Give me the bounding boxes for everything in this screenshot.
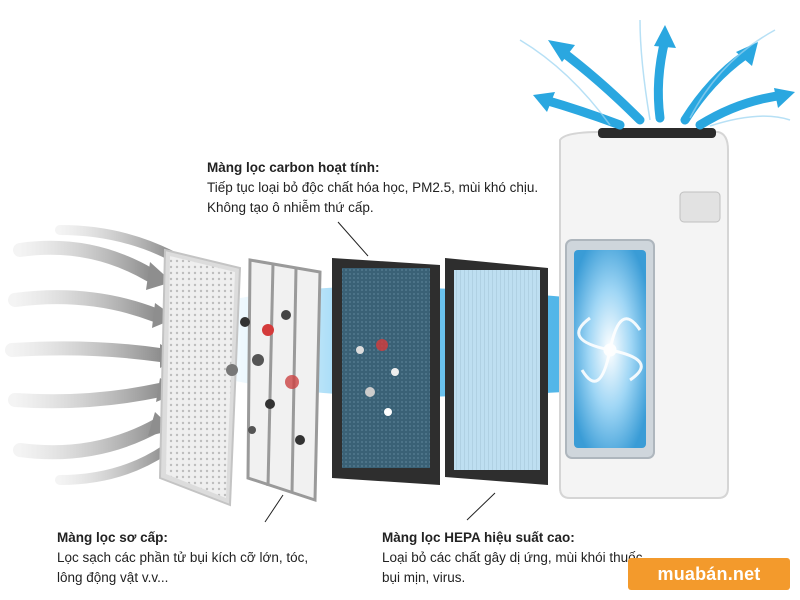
- airflow-in-arrows-icon: [5, 225, 175, 485]
- carbon-filter: [332, 258, 440, 485]
- primary-filter-line-2: lông động vật v.v...: [57, 570, 169, 585]
- primary-pointer: [264, 494, 284, 523]
- carbon-filter-line-2: Không tạo ô nhiễm thứ cấp.: [207, 200, 374, 215]
- fan-swirl-icon: [577, 316, 643, 383]
- carbon-filter-line-1: Tiếp tục loại bỏ độc chất hóa học, PM2.5…: [207, 180, 539, 195]
- hepa-filter-caption: Màng lọc HEPA hiệu suất cao: Loại bỏ các…: [382, 528, 646, 588]
- primary-filter-heading: Màng lọc sơ cấp:: [57, 530, 168, 545]
- frame-filter: [226, 258, 322, 503]
- carbon-filter-heading: Màng lọc carbon hoạt tính:: [207, 160, 380, 175]
- hepa-filter: [445, 258, 548, 485]
- air-purifier-unit: [559, 128, 729, 499]
- primary-filter-caption: Màng lọc sơ cấp: Lọc sạch các phần tử bụ…: [57, 528, 308, 588]
- hepa-filter-line-1: Loại bỏ các chất gây dị ứng, mùi khói th…: [382, 550, 647, 565]
- watermark-logo: muabán.net: [628, 558, 790, 590]
- primary-filter-line-1: Lọc sạch các phần tử bụi kích cỡ lớn, tó…: [57, 550, 309, 565]
- watermark-text: muabán.net: [657, 563, 761, 584]
- primary-filter: [158, 248, 242, 507]
- carbon-pointer: [337, 221, 369, 257]
- hepa-pointer: [466, 492, 496, 521]
- hepa-filter-line-2: bụi mịn, virus.: [382, 570, 466, 585]
- carbon-filter-caption: Màng lọc carbon hoạt tính: Tiếp tục loại…: [207, 158, 538, 218]
- hepa-filter-heading: Màng lọc HEPA hiệu suất cao:: [382, 530, 575, 545]
